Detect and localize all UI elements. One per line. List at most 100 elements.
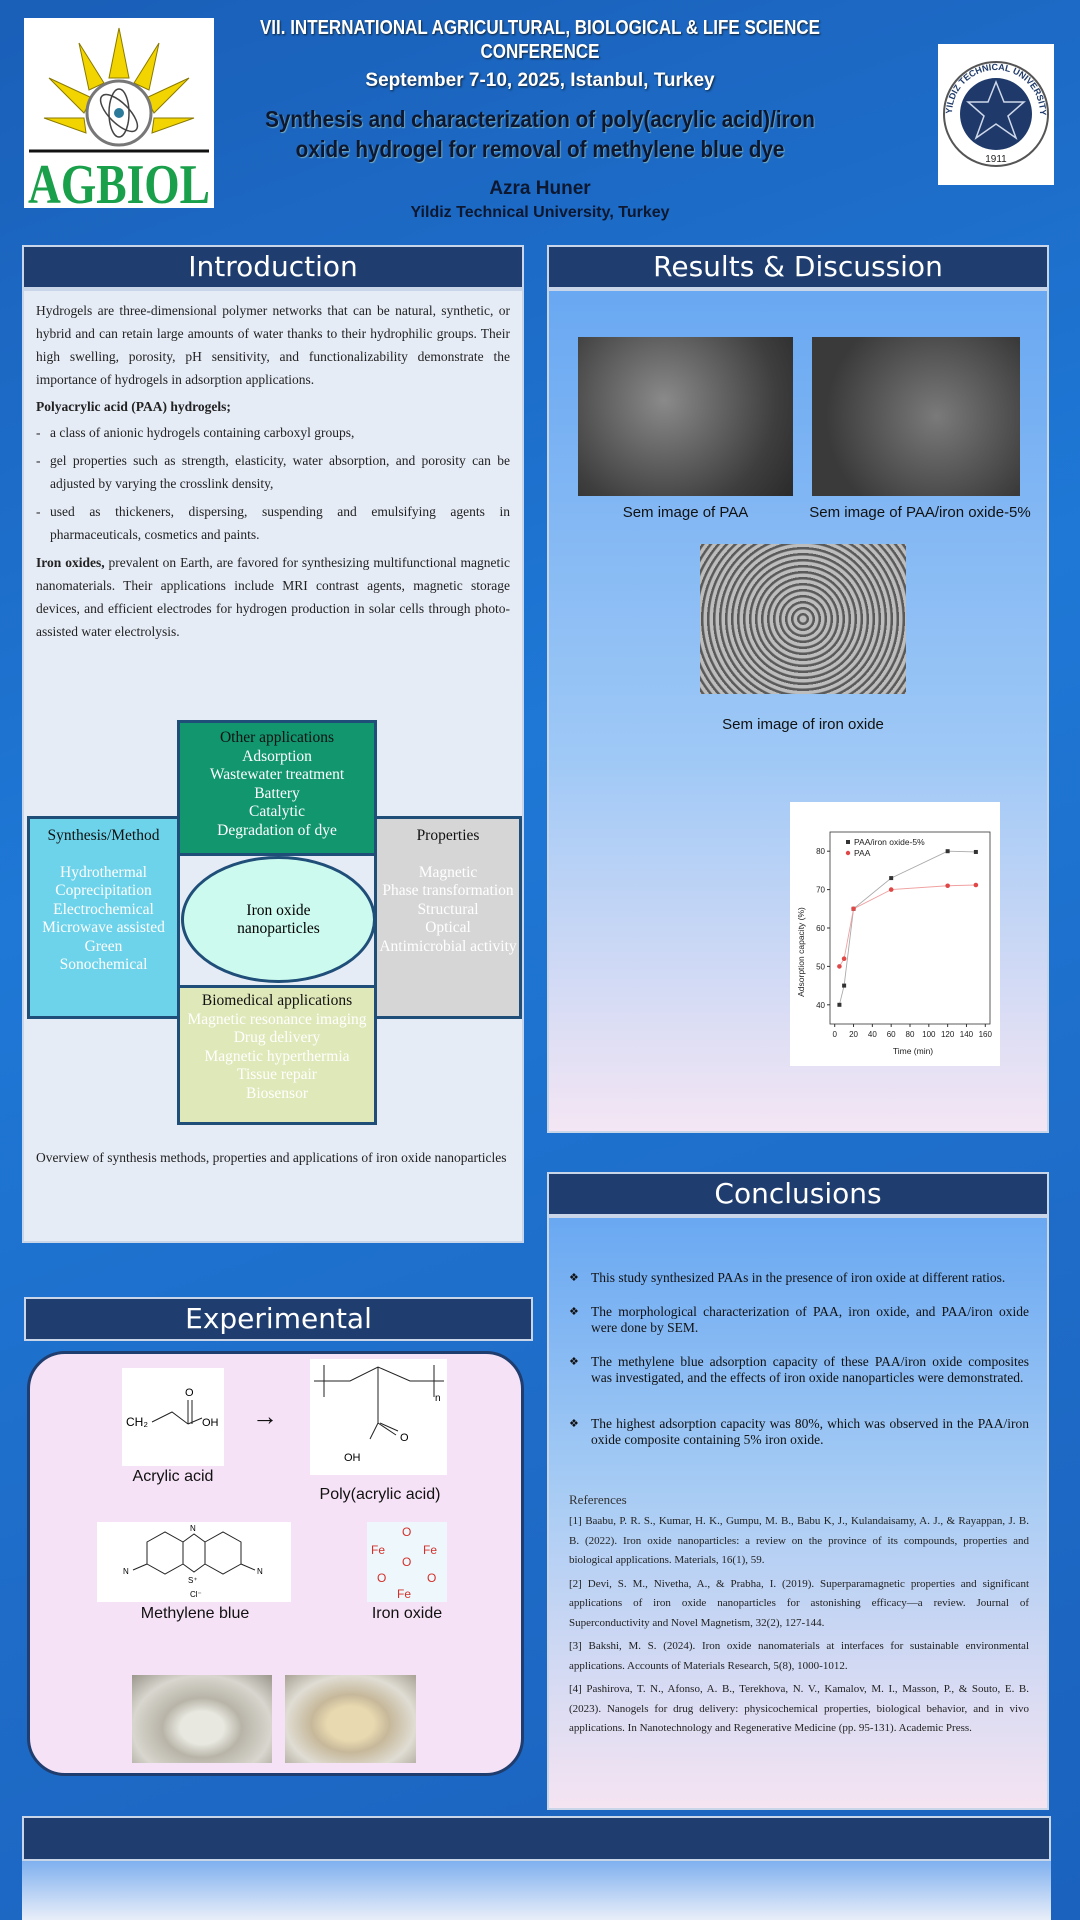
x-tick-label: 120 xyxy=(941,1030,955,1039)
author-name: Azra Huner xyxy=(489,178,591,199)
svg-text:N: N xyxy=(257,1567,263,1576)
agbiol-logo: AGBIOL xyxy=(24,18,214,208)
svg-text:Fe: Fe xyxy=(423,1543,437,1557)
svg-text:OH: OH xyxy=(344,1452,361,1464)
data-point xyxy=(973,849,978,854)
data-point xyxy=(837,1002,842,1007)
list-item: The methylene blue adsorption capacity o… xyxy=(569,1354,1029,1386)
x-tick-label: 160 xyxy=(979,1030,993,1039)
data-point xyxy=(945,883,950,889)
footer-gradient xyxy=(22,1861,1051,1920)
svg-text:N: N xyxy=(190,1524,196,1533)
series-line-1 xyxy=(839,884,976,967)
svg-text:Fe: Fe xyxy=(397,1587,411,1601)
series-line-0 xyxy=(838,850,976,1005)
x-tick-label: 0 xyxy=(832,1030,837,1039)
legend-label-series-0: PAA/iron oxide-5% xyxy=(854,837,925,847)
sem-caption-paa: Sem image of PAA xyxy=(622,504,749,521)
sem-image-paa-iron-oxide xyxy=(812,337,1020,496)
iron-oxide-label: Iron oxide xyxy=(371,1605,443,1622)
list-item: a class of anionic hydrogels containing … xyxy=(36,421,510,444)
experimental-heading: Experimental xyxy=(24,1297,533,1341)
methylene-blue-structure: N S⁺ Cl⁻ N N xyxy=(97,1522,291,1602)
diagram-biomedical-box: Biomedical applications Magnetic resonan… xyxy=(177,985,377,1125)
x-tick-label: 100 xyxy=(922,1030,936,1039)
chart-plot-frame xyxy=(829,831,991,1025)
data-point xyxy=(842,983,847,988)
data-point xyxy=(851,906,856,912)
references-heading: References xyxy=(569,1492,627,1507)
list-item: The morphological characterization of PA… xyxy=(569,1304,1029,1336)
data-point xyxy=(889,876,894,881)
acrylic-acid-label: Acrylic acid xyxy=(132,1468,214,1485)
y-tick-label: 60 xyxy=(816,924,825,933)
conclusions-panel: This study synthesized PAAs in the prese… xyxy=(547,1216,1049,1810)
y-tick-label: 50 xyxy=(816,962,825,971)
list-item: This study synthesized PAAs in the prese… xyxy=(569,1270,1029,1286)
svg-text:Cl⁻: Cl⁻ xyxy=(190,1590,202,1599)
x-tick-label: 80 xyxy=(906,1030,915,1039)
x-tick-label: 140 xyxy=(960,1030,974,1039)
conference-name: VII. INTERNATIONAL AGRICULTURAL, BIOLOGI… xyxy=(259,17,821,63)
sem-image-paa xyxy=(578,337,793,496)
reference-item: [3] Bakshi, M. S. (2024). Iron oxide nan… xyxy=(569,1640,1029,1672)
sem-caption-iron-oxide: Sem image of iron oxide xyxy=(722,716,884,733)
iron-oxide-paragraph: Iron oxides, prevalent on Earth, are fav… xyxy=(36,555,510,639)
paa-list: a class of anionic hydrogels containing … xyxy=(36,421,510,546)
svg-text:n: n xyxy=(435,1393,441,1404)
data-point xyxy=(973,882,979,888)
x-tick-label: 40 xyxy=(868,1030,877,1039)
svg-text:O: O xyxy=(400,1432,409,1444)
svg-text:Fe: Fe xyxy=(371,1543,385,1557)
chart-xlabel: Time (min) xyxy=(893,1046,933,1056)
legend-marker-series-0 xyxy=(846,840,850,844)
y-tick-label: 40 xyxy=(816,1001,825,1010)
svg-text:O: O xyxy=(427,1571,436,1585)
sem-caption-paa-iron-oxide: Sem image of PAA/iron oxide-5% xyxy=(809,504,1031,521)
data-point xyxy=(837,964,842,969)
svg-text:O: O xyxy=(377,1571,386,1585)
methylene-blue-label: Methylene blue xyxy=(140,1605,250,1622)
hydrogel-photo-2 xyxy=(285,1675,416,1763)
footer-bar xyxy=(22,1816,1051,1861)
diagram-caption: Overview of synthesis methods, propertie… xyxy=(36,1150,507,1165)
poly-acrylic-acid-label: Poly(acrylic acid) xyxy=(319,1486,441,1503)
conclusions-list: This study synthesized PAAs in the prese… xyxy=(569,1270,1029,1448)
intro-paragraph: Hydrogels are three-dimensional polymer … xyxy=(36,303,510,387)
list-item: The highest adsorption capacity was 80%,… xyxy=(569,1416,1029,1448)
hydrogel-photo-1 xyxy=(132,1675,272,1763)
svg-text:O: O xyxy=(402,1525,411,1539)
chart-ylabel: Adsorption capacity (%) xyxy=(796,907,806,997)
svg-text:O: O xyxy=(402,1555,411,1569)
adsorption-chart: Adsorption capacity (%) Time (min) 0 20 40… xyxy=(790,802,1000,1066)
reaction-arrow: → xyxy=(252,1402,278,1431)
reference-item: [2] Devi, S. M., Nivetha, A., & Prabha, … xyxy=(569,1577,1029,1629)
y-tick-label: 80 xyxy=(816,847,825,856)
data-point xyxy=(945,849,950,854)
y-tick-label: 70 xyxy=(816,886,825,895)
paa-heading: Polyacrylic acid (PAA) hydrogels; xyxy=(36,399,231,414)
introduction-heading: Introduction xyxy=(22,245,524,289)
data-point xyxy=(888,887,894,892)
data-point xyxy=(841,956,847,962)
list-item: gel properties such as strength, elastic… xyxy=(36,449,510,495)
conclusions-heading: Conclusions xyxy=(547,1172,1049,1216)
svg-text:CH₂: CH₂ xyxy=(126,1415,148,1429)
sem-image-iron-oxide xyxy=(700,544,906,694)
reference-item: [4] Pashirova, T. N., Afonso, A. B., Ter… xyxy=(569,1683,1029,1734)
svg-text:O: O xyxy=(185,1387,194,1399)
conference-dates: September 7-10, 2025, Istanbul, Turkey xyxy=(365,70,715,91)
poster-title: Synthesis and characterization of poly(a… xyxy=(265,106,815,162)
x-tick-label: 20 xyxy=(849,1030,858,1039)
reference-item: [1] Baabu, P. R. S., Kumar, H. K., Gumpu… xyxy=(569,1515,1029,1566)
list-item: used as thickeners, dispersing, suspendi… xyxy=(36,500,510,546)
svg-text:N: N xyxy=(123,1567,129,1576)
svg-text:S⁺: S⁺ xyxy=(188,1576,198,1585)
results-heading: Results & Discussion xyxy=(547,245,1049,289)
